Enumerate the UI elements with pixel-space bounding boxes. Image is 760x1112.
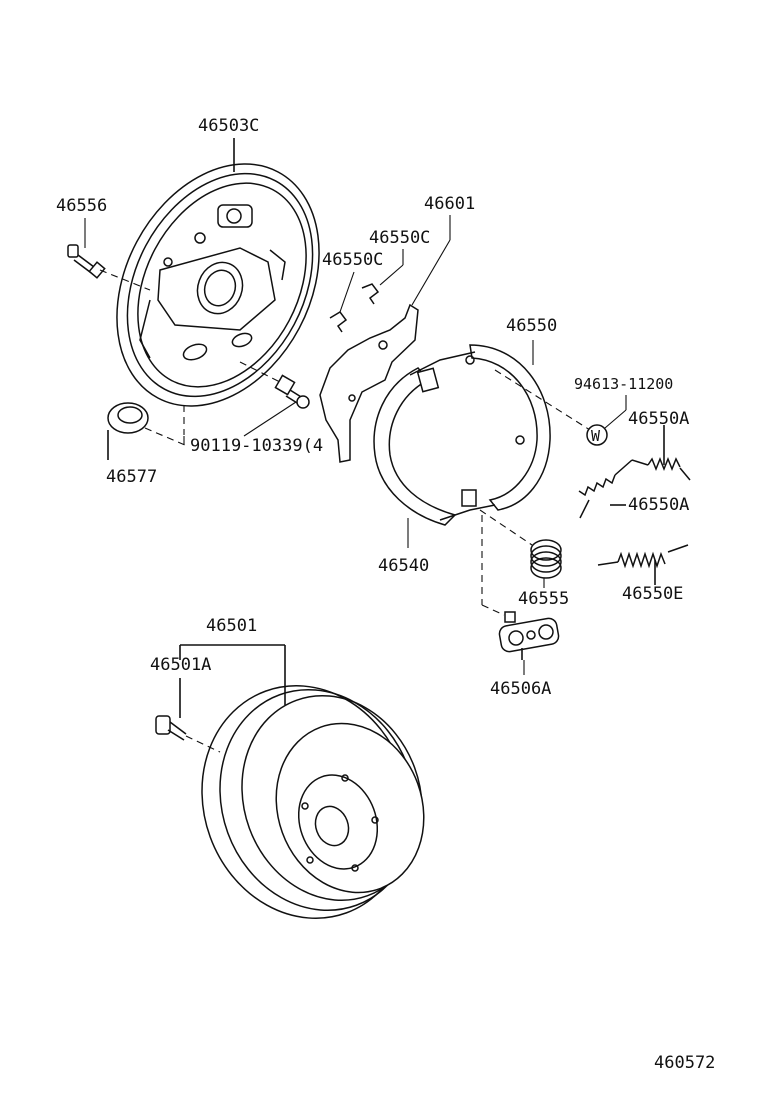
- label-spring-46555: 46555: [518, 589, 569, 609]
- label-drum: 46501: [206, 616, 257, 636]
- label-shoe-set: 46550: [506, 316, 557, 336]
- label-spring-e: 46550E: [622, 584, 683, 604]
- label-drum-bolt: 46501A: [150, 655, 211, 675]
- spring-46550a-upper-part[interactable]: [631, 456, 691, 481]
- label-shoe: 46540: [378, 556, 429, 576]
- label-cylinder: 46506A: [490, 679, 551, 699]
- backing-plate-part[interactable]: [77, 129, 360, 441]
- label-clip-lower: 46550C: [322, 250, 383, 270]
- clip-lower-part[interactable]: [329, 311, 348, 333]
- label-backing-plate: 46503C: [198, 116, 259, 136]
- washer-symbol: W: [591, 427, 601, 445]
- bolt-90119-part[interactable]: [274, 374, 310, 409]
- lever-46601-part[interactable]: [319, 303, 419, 463]
- label-bolt-90119: 90119-10339(4: [190, 436, 323, 456]
- spring-46550a-lower-part[interactable]: [578, 459, 633, 519]
- label-washer: 94613-11200: [574, 375, 673, 393]
- diagram-id: 460572: [654, 1053, 715, 1073]
- bolt-46556-part[interactable]: [67, 244, 106, 279]
- plug-46577-part[interactable]: [107, 402, 149, 434]
- spring-46555-part[interactable]: [530, 539, 562, 579]
- drum-bolt-part[interactable]: [155, 715, 187, 741]
- label-bolt-46556: 46556: [56, 196, 107, 216]
- label-spring-a1: 46550A: [628, 409, 689, 429]
- label-lever: 46601: [424, 194, 475, 214]
- wheel-cylinder-part[interactable]: [498, 611, 560, 660]
- clip-upper-part[interactable]: [361, 283, 380, 305]
- washer-part[interactable]: W: [586, 424, 608, 446]
- label-clip-upper: 46550C: [369, 228, 430, 248]
- label-plug: 46577: [106, 467, 157, 487]
- brake-drum-part[interactable]: [170, 656, 450, 948]
- spring-46550e-part[interactable]: [597, 544, 689, 569]
- brake-shoe-part[interactable]: [373, 344, 551, 526]
- label-spring-a2: 46550A: [628, 495, 689, 515]
